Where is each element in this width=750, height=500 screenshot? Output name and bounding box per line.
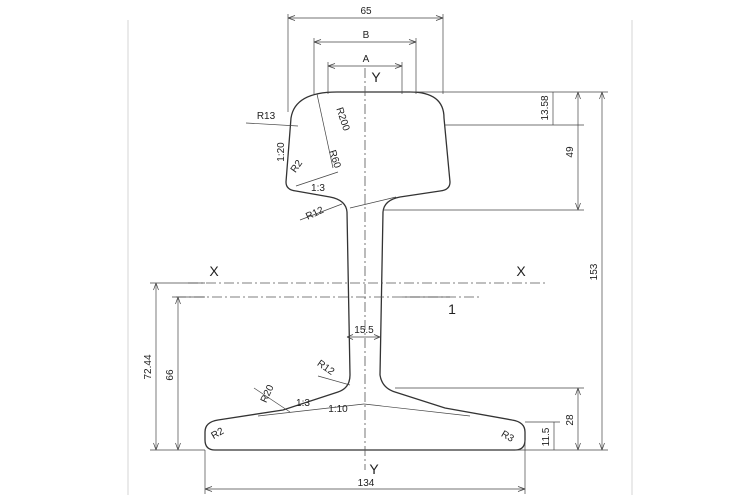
label-15-5: 15.5: [354, 325, 374, 336]
label-ref-1: 1: [448, 301, 456, 317]
label-a: A: [363, 54, 370, 65]
label-slope-1-10: 1:10: [328, 404, 348, 415]
leader-r12-top: [299, 203, 343, 221]
label-28: 28: [565, 414, 576, 426]
label-r13: R13: [257, 111, 276, 122]
leader-r13: [245, 122, 299, 127]
dim-28-arrows: [575, 387, 581, 451]
leader-r20: [253, 387, 291, 413]
label-134: 134: [358, 478, 375, 489]
dim-72-44-arrows: [153, 282, 159, 451]
label-49: 49: [565, 146, 576, 158]
leader-r12-bottom: [317, 375, 351, 386]
label-11-5: 11.5: [541, 427, 552, 446]
label-slope-1-20: 1:20: [276, 142, 287, 162]
label-r12-top: R12: [304, 205, 326, 223]
label-y-top: Y: [371, 69, 381, 85]
label-65: 65: [360, 6, 372, 17]
label-b: B: [363, 30, 370, 41]
label-13-58: 13.58: [540, 95, 551, 120]
head-slope-guide: [295, 171, 339, 187]
dim-134-arrows: [204, 486, 526, 492]
upper-web-fillet-guide: [349, 196, 397, 209]
foot-slope-guide-right: [363, 403, 471, 417]
label-r12-bottom: R12: [315, 358, 337, 378]
label-72-44: 72.44: [143, 354, 154, 379]
dim-66-arrows: [175, 296, 181, 451]
label-66: 66: [165, 369, 176, 381]
label-x-right: X: [516, 263, 526, 279]
label-slope-1-3-foot: 1:3: [296, 398, 310, 409]
label-slope-1-3-head: 1:3: [311, 183, 325, 194]
head-radius-guide: [316, 93, 334, 169]
dim-49-arrows: [575, 91, 581, 211]
dim-153-arrows: [599, 91, 605, 451]
label-y-bottom: Y: [369, 461, 379, 477]
dim-15-5-arrows: [346, 334, 381, 340]
foot-slope-guide-left: [257, 403, 365, 417]
dim-b-arrows: [313, 39, 417, 45]
label-153: 153: [589, 263, 600, 280]
dim-a-arrows: [327, 63, 403, 69]
dim-65-arrows: [287, 15, 444, 21]
label-x-left: X: [209, 263, 219, 279]
